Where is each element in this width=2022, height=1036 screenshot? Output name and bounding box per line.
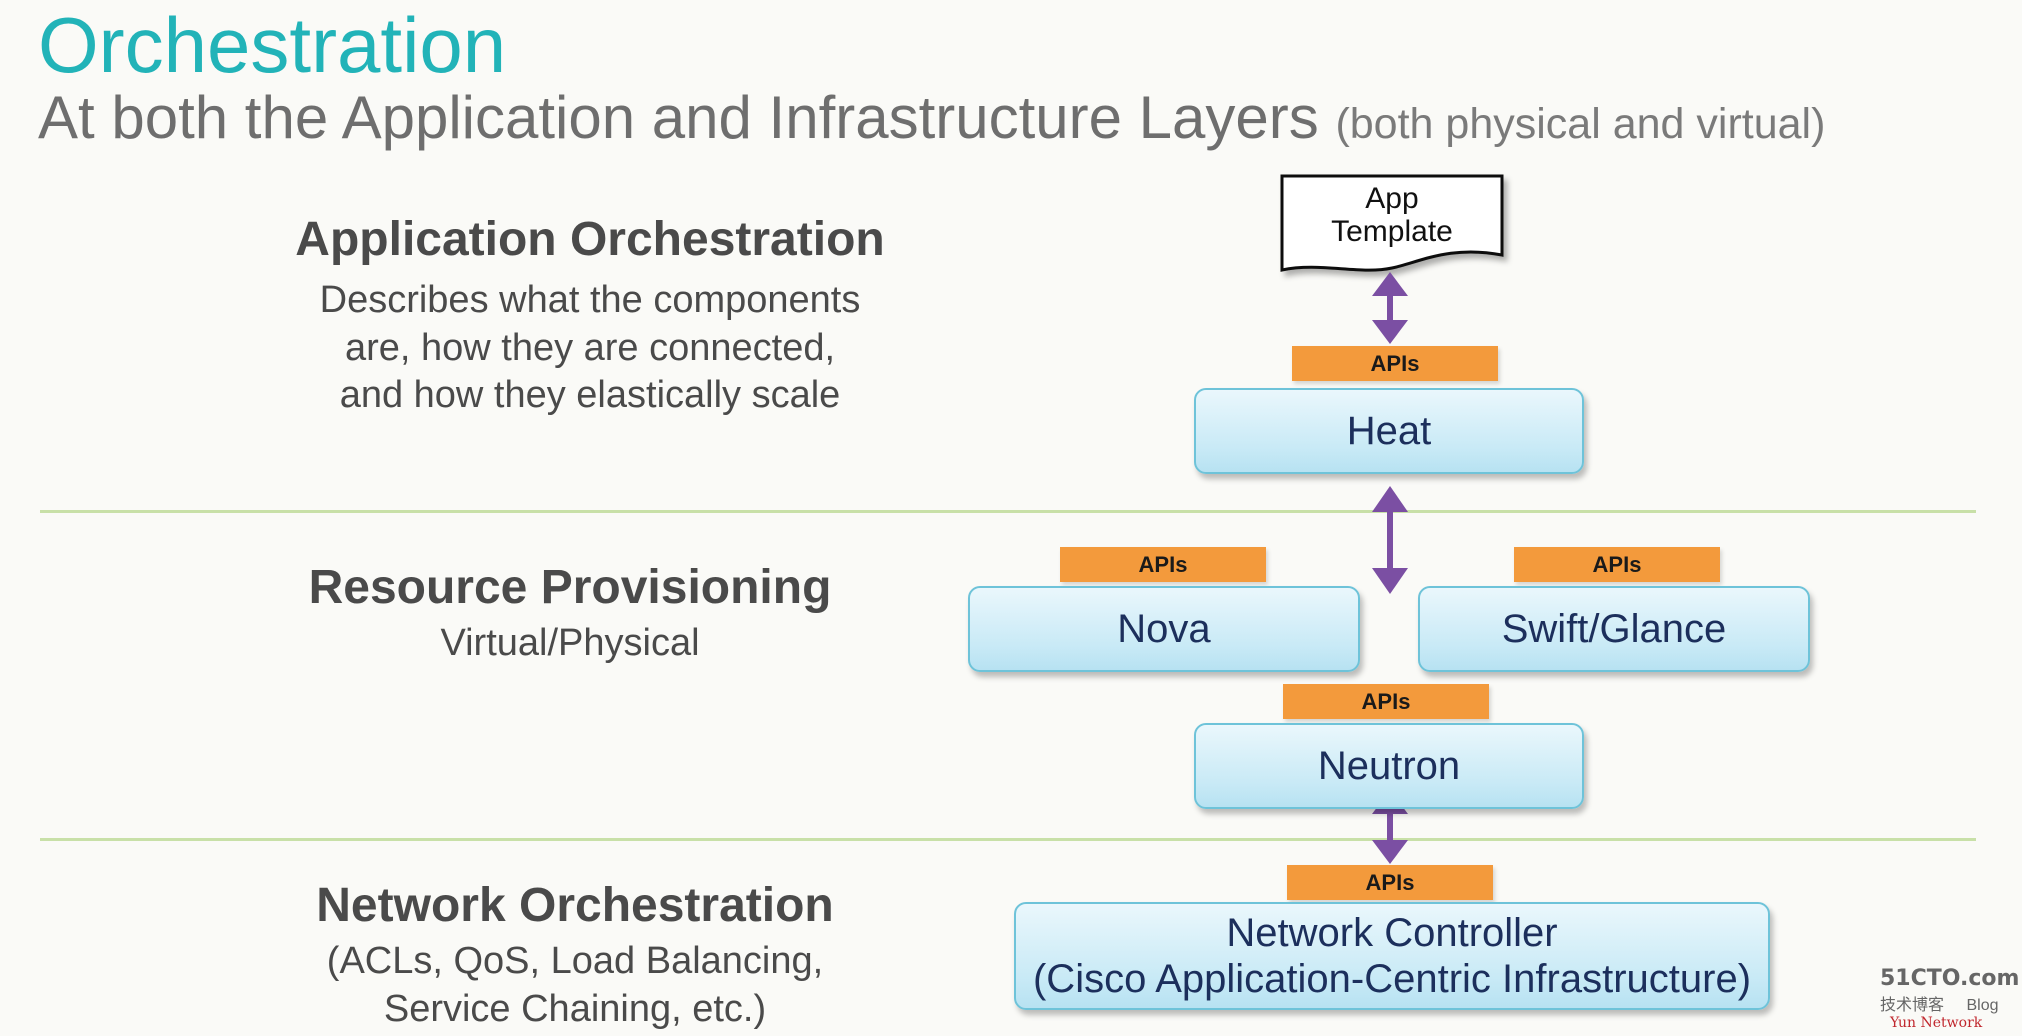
resource-line-1: Virtual/Physical xyxy=(440,622,700,664)
page-subtitle: At both the Application and Infrastructu… xyxy=(38,88,1825,148)
neutron-label: Neutron xyxy=(1317,744,1461,788)
subtitle-text: At both the Application and Infrastructu… xyxy=(38,84,1319,151)
arrow-heat-resource xyxy=(1372,486,1408,594)
divider-top xyxy=(40,510,1976,513)
app-template-line-1: App xyxy=(1365,182,1419,215)
nova-label: Nova xyxy=(1117,607,1211,651)
swift-glance-box: Swift/Glance xyxy=(1418,586,1810,672)
apis-label-neutron: APIs xyxy=(1283,684,1489,719)
app-template-shape xyxy=(1280,174,1504,272)
apis-label-heat: APIs xyxy=(1292,346,1498,381)
heading-resource-provisioning: Resource Provisioning xyxy=(308,561,832,614)
apis-label-swift-glance: APIs xyxy=(1514,547,1720,582)
resource-description: Virtual/Physical xyxy=(130,620,1010,668)
network-controller-sublabel: (Cisco Application-Centric Infrastructur… xyxy=(1032,957,1752,1001)
heat-label: Heat xyxy=(1346,409,1432,453)
watermark-top: 51CTO.com xyxy=(1880,966,2020,991)
subtitle-note: (both physical and virtual) xyxy=(1335,100,1826,148)
app-template: App Template xyxy=(1282,182,1502,248)
divider-bottom xyxy=(40,838,1976,841)
watermark-bottom-right: Blog xyxy=(1966,997,1999,1014)
application-line-2: are, how they are connected, xyxy=(344,326,836,369)
page-title: Orchestration xyxy=(38,1,507,89)
heat-box: Heat xyxy=(1194,388,1584,474)
network-controller-label: Network Controller xyxy=(1226,911,1558,955)
network-line-2: Service Chaining, etc.) xyxy=(383,987,767,1030)
apis-label-nova: APIs xyxy=(1060,547,1266,582)
apis-label-network-controller: APIs xyxy=(1287,865,1493,900)
application-description: Describes what the components are, how t… xyxy=(150,277,1030,420)
watermark-bottom: 技术博客 Blog xyxy=(1880,991,2020,1015)
nova-box: Nova xyxy=(968,586,1360,672)
network-controller-box: Network Controller (Cisco Application-Ce… xyxy=(1014,902,1770,1010)
heading-network-orchestration: Network Orchestration xyxy=(316,879,834,932)
network-line-1: (ACLs, QoS, Load Balancing, xyxy=(326,940,824,982)
network-description: (ACLs, QoS, Load Balancing, Service Chai… xyxy=(135,938,1015,1033)
watermark-logo: 51CTO.com 技术博客 Blog Yun Network xyxy=(1880,966,2020,1036)
heading-application-orchestration: Application Orchestration xyxy=(295,213,885,266)
swift-glance-label: Swift/Glance xyxy=(1501,607,1727,651)
arrow-template-heat xyxy=(1372,272,1408,344)
watermark-bottom-left: 技术博客 xyxy=(1880,997,1945,1014)
neutron-box: Neutron xyxy=(1194,723,1584,809)
application-line-3: and how they elastically scale xyxy=(339,374,841,416)
app-template-line-2: Template xyxy=(1331,215,1453,248)
watermark-sub: Yun Network xyxy=(1890,1015,1983,1031)
application-line-1: Describes what the components xyxy=(319,279,861,321)
